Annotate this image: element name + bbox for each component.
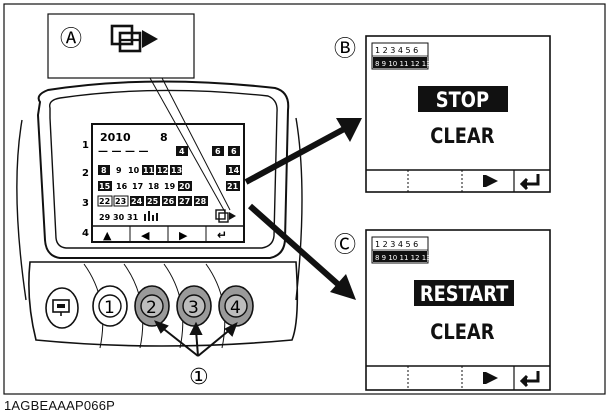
- day-cell-15: [98, 181, 112, 191]
- day-cell-24: [130, 196, 144, 206]
- up-triangle-icon[interactable]: ▲: [103, 229, 112, 242]
- screen-b-play-icon[interactable]: [483, 175, 498, 187]
- callout-line-a-2: [161, 77, 231, 211]
- main-screen: 1 2 3 4 2010 8 — — — — 4 6 6 8 9 10 11 1…: [82, 123, 245, 243]
- day-cell-14: [226, 165, 240, 175]
- day-label-15: 15: [99, 182, 111, 191]
- screen-b-mini-row2: 8 9 10 11 12 13: [375, 60, 431, 68]
- callout-a-label: Ⓐ: [60, 27, 82, 52]
- callout-c-label: Ⓒ: [334, 233, 356, 258]
- arrow-to-screen-c: [248, 203, 356, 300]
- calendar-dash-row: — — — —: [98, 146, 148, 157]
- day-label-17: 17: [132, 182, 143, 191]
- enter-icon[interactable]: ↵: [217, 228, 227, 242]
- screen-c: Ⓒ 1 2 3 4 5 6 8 9 10 11 12 13 RESTART CL…: [334, 229, 551, 391]
- day-label-19: 19: [164, 182, 176, 191]
- day-label-30: 30: [113, 213, 125, 222]
- left-triangle-icon[interactable]: ◀: [141, 229, 150, 242]
- row-number-1: 1: [82, 140, 89, 151]
- day-label-24: 24: [131, 197, 143, 206]
- screen-c-play-icon[interactable]: [483, 372, 498, 384]
- screen-c-clear[interactable]: CLEAR: [430, 320, 494, 345]
- screen-b: Ⓑ 1 2 3 4 5 6 8 9 10 11 12 13 STOP CLEAR: [334, 35, 551, 193]
- day-label-28: 28: [195, 197, 207, 206]
- calendar-year: 2010: [100, 131, 131, 144]
- monitor-button-3[interactable]: 3: [176, 285, 212, 327]
- button-3-label: 3: [188, 298, 199, 318]
- day-label-27: 27: [179, 197, 190, 206]
- day-cell-20: [178, 181, 192, 191]
- day-cell-23: [113, 195, 129, 207]
- day-label-6: 6: [215, 147, 221, 156]
- day-cell-21: [226, 181, 240, 191]
- screen-c-enter-icon[interactable]: [519, 371, 540, 388]
- screen-b-stop[interactable]: STOP: [436, 88, 489, 113]
- button-2-label: 2: [146, 298, 157, 318]
- day-label-21: 21: [227, 182, 239, 191]
- monitor-button-1[interactable]: 1: [92, 285, 128, 327]
- day-cell-7: [228, 146, 240, 156]
- day-cell-8: [98, 165, 110, 175]
- day-cell-12: [156, 165, 168, 175]
- screen-c-restart-highlight: [414, 280, 514, 306]
- monitor-button-0[interactable]: [45, 287, 79, 329]
- day-label-7: 6: [231, 147, 237, 156]
- day-label-25: 25: [147, 197, 159, 206]
- callout-one-label: ①: [189, 365, 209, 390]
- day-label-10: 10: [128, 166, 140, 175]
- button-4-label: 4: [230, 298, 241, 318]
- day-label-9: 9: [116, 166, 122, 175]
- day-cell-6: [212, 146, 224, 156]
- copy-arrow-icon: [110, 24, 158, 53]
- day-label-8: 8: [101, 166, 107, 175]
- screen-c-mini-row1: 1 2 3 4 5 6: [375, 240, 418, 249]
- day-label-22: 22: [99, 197, 110, 206]
- screen-b-stop-highlight: [418, 86, 508, 112]
- day-cell-13: [170, 165, 182, 175]
- copy-arrow-icon-small: [215, 209, 236, 223]
- day-cell-4: [176, 146, 188, 156]
- screen-c-restart[interactable]: RESTART: [420, 282, 509, 307]
- day-label-18: 18: [148, 182, 160, 191]
- day-cell-22: [97, 195, 113, 207]
- row-number-3: 3: [82, 198, 89, 209]
- day-cell-26: [162, 196, 176, 206]
- monitor-icon: [52, 299, 70, 316]
- day-label-11: 11: [143, 166, 155, 175]
- callout-line-a-1: [149, 77, 226, 213]
- day-label-29: 29: [99, 213, 111, 222]
- day-label-20: 20: [179, 182, 191, 191]
- bar-chart-icon: [144, 211, 158, 221]
- right-triangle-icon[interactable]: ▶: [179, 229, 188, 242]
- arrow-to-screen-b: [244, 118, 362, 185]
- monitor-button-2[interactable]: 2: [134, 285, 170, 327]
- figure-caption: 1AGBEAAAP066P: [4, 398, 115, 413]
- day-label-31: 31: [127, 213, 139, 222]
- day-label-26: 26: [163, 197, 175, 206]
- calendar-month: 8: [160, 131, 168, 144]
- day-label-4: 4: [179, 147, 185, 156]
- day-cell-25: [146, 196, 160, 206]
- screen-b-mini-row1: 1 2 3 4 5 6: [375, 46, 418, 55]
- row-number-2: 2: [82, 168, 89, 179]
- screen-b-enter-icon[interactable]: [519, 174, 540, 191]
- day-label-14: 14: [228, 166, 240, 175]
- button-1-label: 1: [104, 298, 115, 318]
- screen-c-mini-row2: 8 9 10 11 12 13: [375, 254, 431, 262]
- pointer-arrows: [153, 320, 238, 357]
- callout-b-label: Ⓑ: [334, 37, 356, 62]
- day-label-12: 12: [157, 166, 168, 175]
- day-label-16: 16: [116, 182, 128, 191]
- day-label-23: 23: [115, 197, 126, 206]
- screen-b-clear[interactable]: CLEAR: [430, 124, 494, 149]
- day-cell-28: [194, 196, 208, 206]
- callout-a-box: Ⓐ: [47, 13, 195, 79]
- day-cell-27: [178, 196, 192, 206]
- day-label-13: 13: [171, 166, 182, 175]
- monitor-button-4[interactable]: 4: [218, 285, 254, 327]
- day-cell-11: [142, 165, 154, 175]
- row-number-4: 4: [82, 228, 89, 239]
